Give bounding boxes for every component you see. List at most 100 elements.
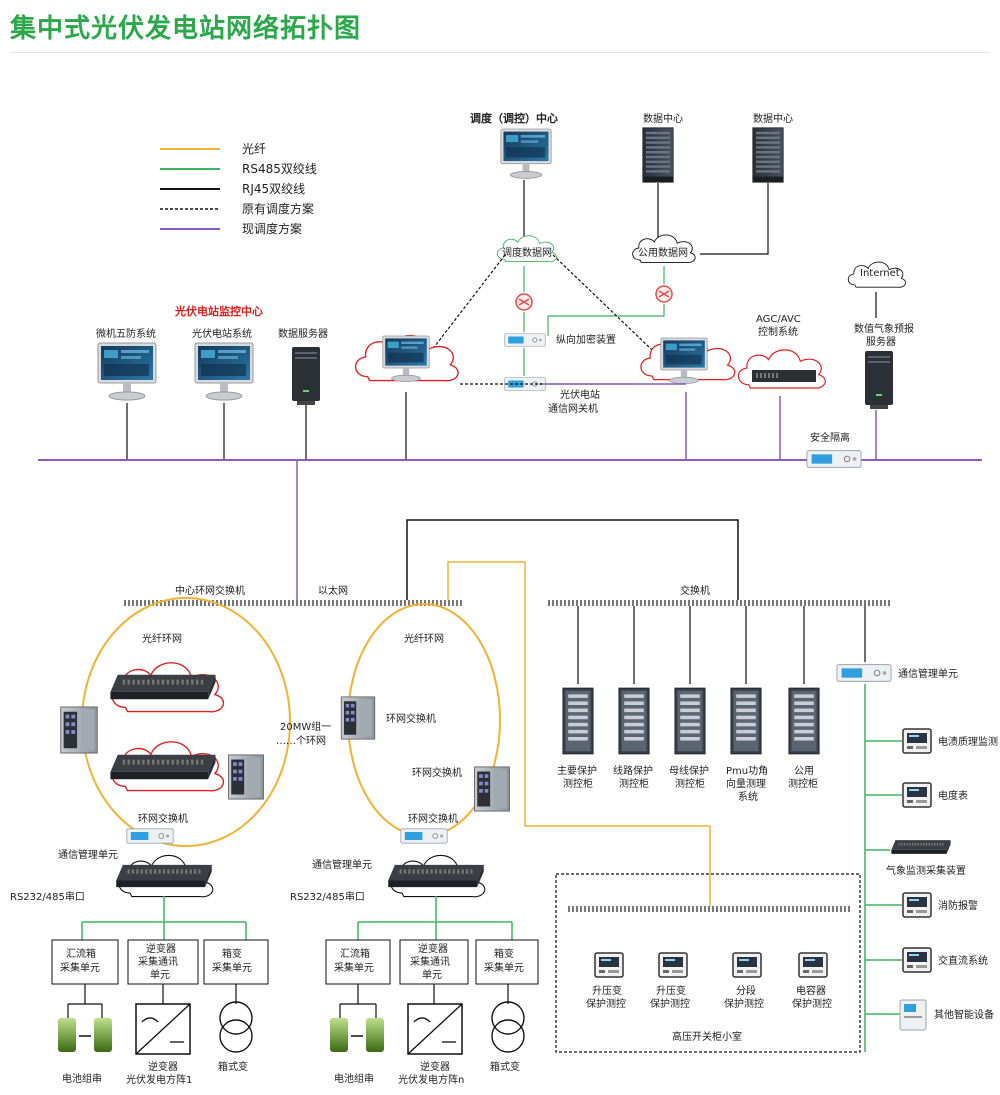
public-cabinet-icon (788, 687, 820, 755)
mid-inverter-line1: 逆变器 (418, 942, 448, 955)
hv-room-frame (555, 873, 861, 1053)
mid-inverter-label-2: 光伏发电方阵n (398, 1073, 464, 1086)
left-inverter-line1: 逆变器 (146, 942, 176, 955)
agc-label-line1: AGC/AVC (756, 314, 801, 325)
left-inverter-label-2: 光伏发电方阵1 (126, 1073, 192, 1086)
page-title: 集中式光伏发电站网络拓扑图 (10, 14, 362, 44)
cabinet-3-line1: 母线保护 (669, 764, 709, 777)
mid-battery-label: 电池组串 (334, 1072, 374, 1085)
right-device-5-label: 交直流系统 (938, 954, 988, 967)
ring-note-line2: ……个环网 (276, 735, 326, 747)
right-device-1-label: 电渍质理监测 (938, 735, 998, 748)
right-device-4-label: 消防报警 (938, 899, 978, 912)
fire-alarm-icon (902, 892, 932, 918)
hv-device-1-icon (594, 952, 624, 978)
left-serial-port-label: RS232/485串口 (10, 891, 85, 903)
left-ring-switch-label: 环网交换机 (138, 812, 188, 825)
main-protection-cabinet-icon (562, 687, 594, 755)
hv-room-switch-strip (568, 906, 850, 912)
left-battery-2-icon (94, 1018, 112, 1052)
mid-ring-switch-c-label: 环网交换机 (408, 812, 458, 825)
hv-device-2-line2: 保护测控 (650, 997, 690, 1010)
left-box-transformer-box (203, 939, 269, 985)
left-inverter-line2: 采集通讯 (138, 955, 178, 968)
left-comm-unit-label: 通信管理单元 (58, 848, 118, 861)
micro-system-label: 微机五防系统 (96, 327, 156, 340)
left-ring-industrial-switch-1-icon (60, 706, 98, 754)
switch-label: 交换机 (680, 584, 710, 597)
mid-box-line2: 采集单元 (484, 961, 524, 974)
left-inverter-line3: 单元 (150, 969, 170, 981)
bus-protection-cabinet-icon (674, 687, 706, 755)
left-ring-label: 光纤环网 (142, 632, 182, 645)
energy-meter-icon (902, 782, 932, 808)
weather-server-icon (865, 351, 893, 409)
cabinet-4-line1: Pmu功角 (726, 765, 768, 777)
dispatch-network-label: 调度数据网 (502, 246, 552, 259)
mid-ring-industrial-switch-1-icon (340, 696, 376, 740)
left-inverter-box (127, 939, 199, 985)
legend-label-fiber: 光纤 (242, 142, 266, 156)
right-device-2-label: 电度表 (938, 789, 968, 802)
center-ring-switch-label: 中心环网交换机 (175, 584, 245, 597)
left-transformer-icon (219, 1001, 253, 1035)
data-center-2-label: 数据中心 (753, 112, 793, 125)
cabinet-2-line2: 测控柜 (619, 777, 649, 790)
left-transformer-label: 箱式变 (218, 1060, 248, 1073)
left-fiber-ring (81, 597, 291, 847)
public-firewall-icon (655, 285, 673, 303)
agc-label-line2: 控制系统 (758, 325, 798, 338)
dispatch-center-label: 调度（调控）中心 (470, 111, 558, 125)
weather-label-line1: 数值气象预报 (854, 322, 914, 335)
left-ring-industrial-switch-2-icon (228, 754, 264, 800)
hv-device-4-line1: 电容器 (796, 984, 826, 997)
hv-device-3-line1: 分段 (736, 984, 756, 997)
cabinet-3-line2: 测控柜 (675, 777, 705, 790)
mid-comm-unit-icon (388, 864, 484, 888)
security-isolation-label: 安全隔离 (810, 431, 850, 444)
left-ring-switch-icon (126, 828, 174, 844)
ac-dc-system-icon (902, 947, 932, 973)
cabinet-1-line1: 主要保护 (557, 764, 597, 777)
mid-ring-switch-icon (400, 828, 448, 844)
security-isolation-icon (806, 450, 862, 468)
dispatch-firewall-icon (515, 293, 533, 311)
encryption-device-label: 纵向加密装置 (556, 333, 616, 346)
mid-battery-1-icon (330, 1018, 348, 1052)
mid-ring-switch-a-label: 环网交换机 (386, 712, 436, 725)
pv-system-monitor-icon (194, 342, 254, 401)
mid-inverter-line2: 采集通讯 (410, 955, 450, 968)
data-server-label: 数据服务器 (278, 327, 328, 340)
pv-system-label: 光伏电站系统 (192, 327, 252, 340)
internet-label: Internet (860, 268, 900, 279)
hv-device-1-line1: 升压变 (592, 984, 622, 997)
hv-room-title: 高压开关柜小室 (672, 1030, 742, 1043)
mid-ring-industrial-switch-2-icon (474, 766, 510, 812)
data-center-2-server-icon (752, 127, 784, 183)
mid-inverter-label-1: 逆变器 (420, 1060, 450, 1073)
mid-battery-2-icon (366, 1018, 384, 1052)
hv-device-2-line1: 升压变 (656, 984, 686, 997)
cabinet-4-line3: 系统 (738, 790, 758, 803)
left-combiner-line1: 汇流箱 (66, 947, 96, 960)
gateway-label-line1: 光伏电站 (560, 388, 600, 401)
right-device-3-label: 气象监测采集装置 (886, 864, 966, 877)
title-divider (10, 52, 990, 53)
pmu-cabinet-icon (730, 687, 762, 755)
mid-combiner-line2: 采集单元 (334, 961, 374, 974)
right-comm-unit-icon (836, 664, 892, 682)
monitor-center-title: 光伏电站监控中心 (174, 304, 263, 318)
ring-note-line1: 20MW组一 (280, 720, 331, 733)
hv-device-4-line2: 保护测控 (792, 997, 832, 1010)
mid-combiner-line1: 汇流箱 (340, 947, 370, 960)
mid-inverter-line3: 单元 (422, 969, 442, 981)
hv-device-4-icon (798, 952, 828, 978)
micro-system-monitor-icon (97, 342, 157, 401)
hv-device-1-line2: 保护测控 (586, 997, 626, 1010)
line-protection-cabinet-icon (618, 687, 650, 755)
left-inverter-label-1: 逆变器 (148, 1060, 178, 1073)
data-center-1-label: 数据中心 (643, 112, 683, 125)
cabinet-1-line2: 测控柜 (563, 777, 593, 790)
left-ring-switch-1-icon (110, 674, 216, 700)
mid-comm-unit-label: 通信管理单元 (312, 858, 372, 871)
